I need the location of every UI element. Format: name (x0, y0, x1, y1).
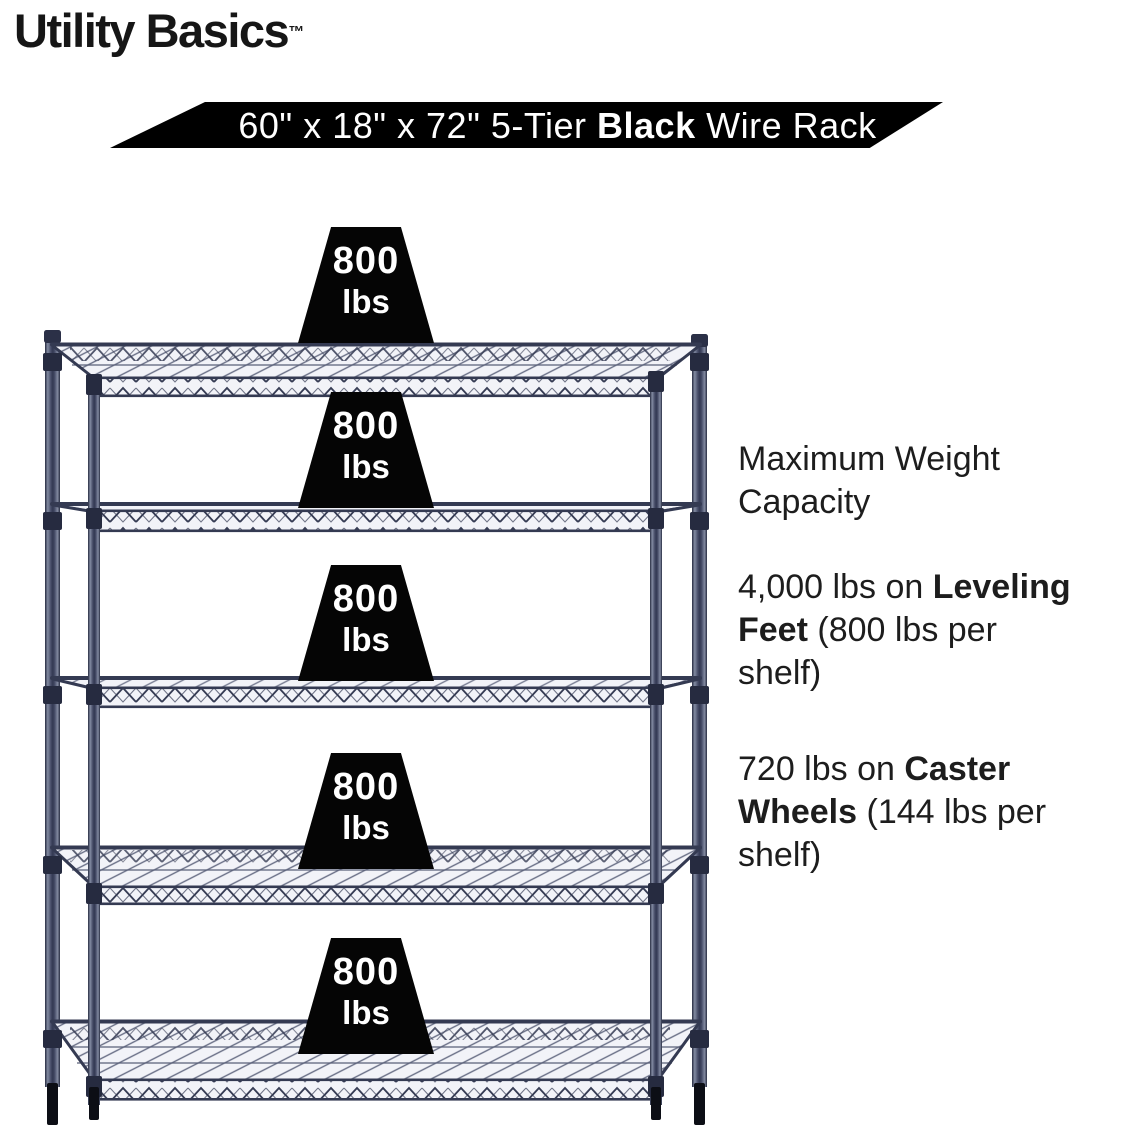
text-segment: 4,000 lbs on (738, 568, 933, 606)
banner-text-suffix: Wire Rack (695, 105, 877, 146)
text-segment-bold: Wheels (738, 793, 858, 831)
text-segment: (144 lbs per (857, 793, 1047, 831)
weight-unit: lbs (342, 994, 390, 1031)
text-segment: (800 lbs per (807, 611, 997, 649)
weight-unit: lbs (342, 283, 390, 320)
leveling-feet-capacity: 4,000 lbs on Leveling Feet (800 lbs per … (738, 566, 1136, 695)
text-segment-bold: Feet (738, 611, 808, 649)
capacity-heading: Maximum Weight Capacity (738, 438, 1136, 524)
caster-wheels-capacity: 720 lbs on Caster Wheels (144 lbs per sh… (738, 748, 1136, 877)
weight-unit: lbs (342, 621, 390, 658)
weight-value: 800 (332, 766, 400, 808)
heading-line: Capacity (738, 483, 871, 521)
leveling-feet (47, 1083, 705, 1125)
banner-text-bold: Black (597, 105, 696, 146)
weight-value: 800 (332, 405, 400, 447)
weight-value: 800 (332, 240, 400, 282)
shelf-collars (43, 353, 709, 1097)
front-posts (88, 371, 662, 1105)
weight-badge-shelf-1: 800 lbs (298, 227, 434, 343)
title-banner: 60" x 18" x 72" 5-Tier Black Wire Rack (110, 102, 943, 148)
heading-line: Maximum Weight (738, 440, 1000, 478)
brand-name: Utility Basics (14, 4, 290, 57)
weight-value: 800 (332, 951, 400, 993)
weight-unit: lbs (342, 448, 390, 485)
text-segment: shelf) (738, 654, 822, 692)
trademark-symbol: ™ (288, 24, 305, 42)
text-segment-bold: Caster (904, 750, 1011, 788)
capacity-info: Maximum Weight Capacity 4,000 lbs on Lev… (738, 438, 1136, 877)
shelf-3 (50, 676, 702, 709)
shelf-1 (50, 342, 702, 398)
weight-value: 800 (332, 578, 400, 620)
text-segment: shelf) (738, 836, 822, 874)
brand-logo: Utility Basics™ (14, 2, 304, 62)
text-segment: 720 lbs on (738, 750, 905, 788)
banner-text-prefix: 60" x 18" x 72" 5-Tier (238, 105, 598, 146)
weight-unit: lbs (342, 809, 390, 846)
weight-badge-shelf-5: 800 lbs (298, 938, 434, 1054)
text-segment-bold: Leveling (932, 568, 1071, 606)
